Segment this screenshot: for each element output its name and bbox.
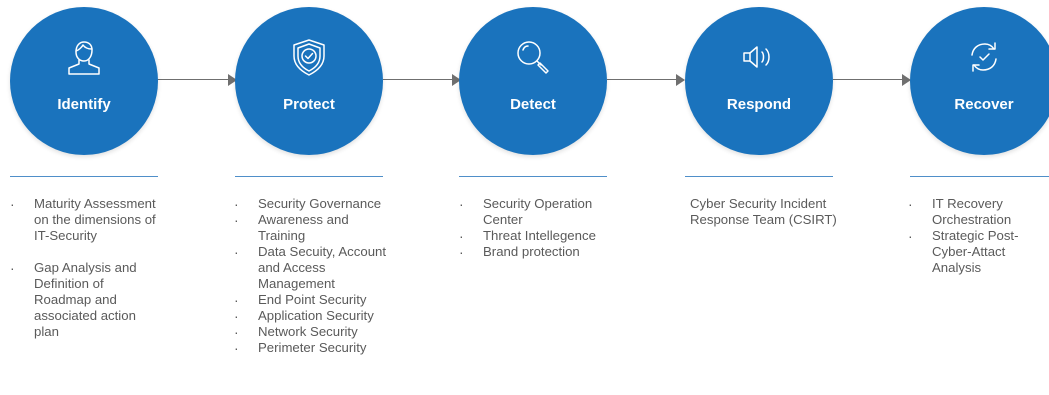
rule-respond: [685, 176, 833, 177]
connector-respond-recover: [833, 79, 903, 80]
recover-list: IT Recovery Orchestration Strategic Post…: [906, 196, 1046, 276]
rule-recover: [910, 176, 1049, 177]
list-item: Security Operation Center: [457, 196, 617, 228]
list-item: Awareness and Training: [232, 212, 394, 244]
stage-label-detect: Detect: [510, 96, 556, 113]
list-item: Perimeter Security: [232, 340, 394, 356]
connector-detect-respond: [607, 79, 677, 80]
list-item: End Point Security: [232, 292, 394, 308]
list-item: Brand protection: [457, 244, 617, 260]
identify-list: Maturity Assessment on the dimensions of…: [8, 196, 158, 340]
list-item: Threat Intellegence: [457, 228, 617, 244]
list-item: IT Recovery Orchestration: [906, 196, 1046, 228]
list-item: Cyber Security Incident Response Team (C…: [690, 196, 837, 227]
list-item: Application Security: [232, 308, 394, 324]
rule-identify: [10, 176, 158, 177]
connector-protect-detect: [383, 79, 453, 80]
list-item: Strategic Post-Cyber-Attact Analysis: [906, 228, 1046, 276]
list-item: Data Secuity, Account and Access Managem…: [232, 244, 394, 292]
person-icon: [64, 37, 104, 77]
stage-protect: Protect: [235, 7, 383, 155]
speaker-icon: [739, 37, 779, 77]
list-item: Security Governance: [232, 196, 394, 212]
detect-list: Security Operation Center Threat Intelle…: [457, 196, 617, 260]
connector-identify-protect: [157, 79, 229, 80]
protect-list: Security Governance Awareness and Traini…: [232, 196, 394, 356]
refresh-icon: [964, 37, 1004, 77]
arrow-identify-protect: [228, 74, 237, 86]
shield-check-icon: [289, 37, 329, 77]
stage-label-respond: Respond: [726, 96, 792, 113]
list-item: Network Security: [232, 324, 394, 340]
rule-protect: [235, 176, 383, 177]
stage-recover: Recover: [910, 7, 1049, 155]
stage-label-recover: Recover: [954, 96, 1014, 113]
respond-list: Cyber Security Incident Response Team (C…: [690, 196, 860, 228]
stage-label-protect: Protect: [283, 96, 335, 113]
arrow-detect-respond: [676, 74, 685, 86]
stage-respond: Respond: [685, 7, 833, 155]
stage-identify: Identify: [10, 7, 158, 155]
stage-label-identify: Identify: [57, 96, 111, 113]
magnifier-icon: [513, 37, 553, 77]
arrow-protect-detect: [452, 74, 461, 86]
list-item: Gap Analysis and Definition of Roadmap a…: [8, 260, 158, 340]
list-item: Maturity Assessment on the dimensions of…: [8, 196, 158, 244]
arrow-respond-recover: [902, 74, 911, 86]
stage-detect: Detect: [459, 7, 607, 155]
rule-detect: [459, 176, 607, 177]
